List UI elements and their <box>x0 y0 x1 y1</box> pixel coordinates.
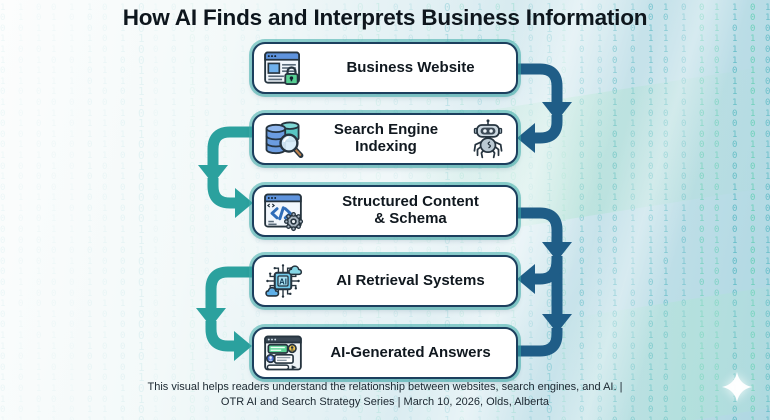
flow-box-ai-retrieval-systems: AI AI Retrieval Systems <box>252 255 518 307</box>
step-label: AI Retrieval Systems <box>305 272 516 290</box>
arrow-shaft-box3-out <box>518 213 557 245</box>
arrows-dark <box>517 69 572 351</box>
footer-caption: This visual helps readers understand the… <box>0 380 770 409</box>
arrowhead-right <box>235 188 253 218</box>
arrowhead-down <box>542 102 572 121</box>
arrow-shaft-box4-in <box>535 260 557 279</box>
arrow-shaft-box5-in <box>518 328 557 351</box>
flow-box-business-website: Business Website <box>252 42 518 94</box>
database-search-icon <box>261 117 305 161</box>
arrow-shaft-box4-out <box>211 272 252 310</box>
code-window-icon <box>261 189 305 233</box>
step-label: AI-Generated Answers <box>305 344 516 362</box>
arrow-shaft-box2-out <box>213 132 252 167</box>
arrow-shaft-box3-in <box>213 178 236 203</box>
arrow-shaft-box5-in2 <box>211 321 236 346</box>
arrowhead-left <box>517 264 535 294</box>
crawler-bot-icon <box>467 118 509 160</box>
arrow-shaft-box2-in <box>535 115 557 138</box>
chat-window-icon <box>261 331 305 375</box>
arrowhead-down <box>196 308 226 327</box>
arrows-teal <box>196 132 253 361</box>
flow-box-structured-content-schema: Structured Content & Schema <box>252 185 518 237</box>
flow-box-ai-generated-answers: AI-Generated Answers <box>252 327 518 379</box>
arrow-shaft-box1-out <box>518 69 557 104</box>
chip-label: AI <box>279 277 287 286</box>
arrowhead-down <box>198 165 228 184</box>
browser-lock-icon <box>261 46 305 90</box>
footer-line-2: OTR AI and Search Strategy Series | Marc… <box>0 395 770 410</box>
ai-chip-icon: AI <box>261 259 305 303</box>
flow-box-search-engine-indexing: Search Engine Indexing <box>252 113 518 165</box>
step-label: Search Engine Indexing <box>305 122 467 156</box>
arrowhead-down <box>542 242 572 261</box>
arrowhead-down <box>542 314 572 333</box>
arrowhead-left <box>517 123 535 153</box>
arrowhead-right <box>234 331 252 361</box>
step-label: Structured Content & Schema <box>305 194 516 228</box>
step-label: Business Website <box>305 59 516 77</box>
footer-line-1: This visual helps readers understand the… <box>0 380 770 395</box>
page-title: How AI Finds and Interprets Business Inf… <box>0 5 770 31</box>
